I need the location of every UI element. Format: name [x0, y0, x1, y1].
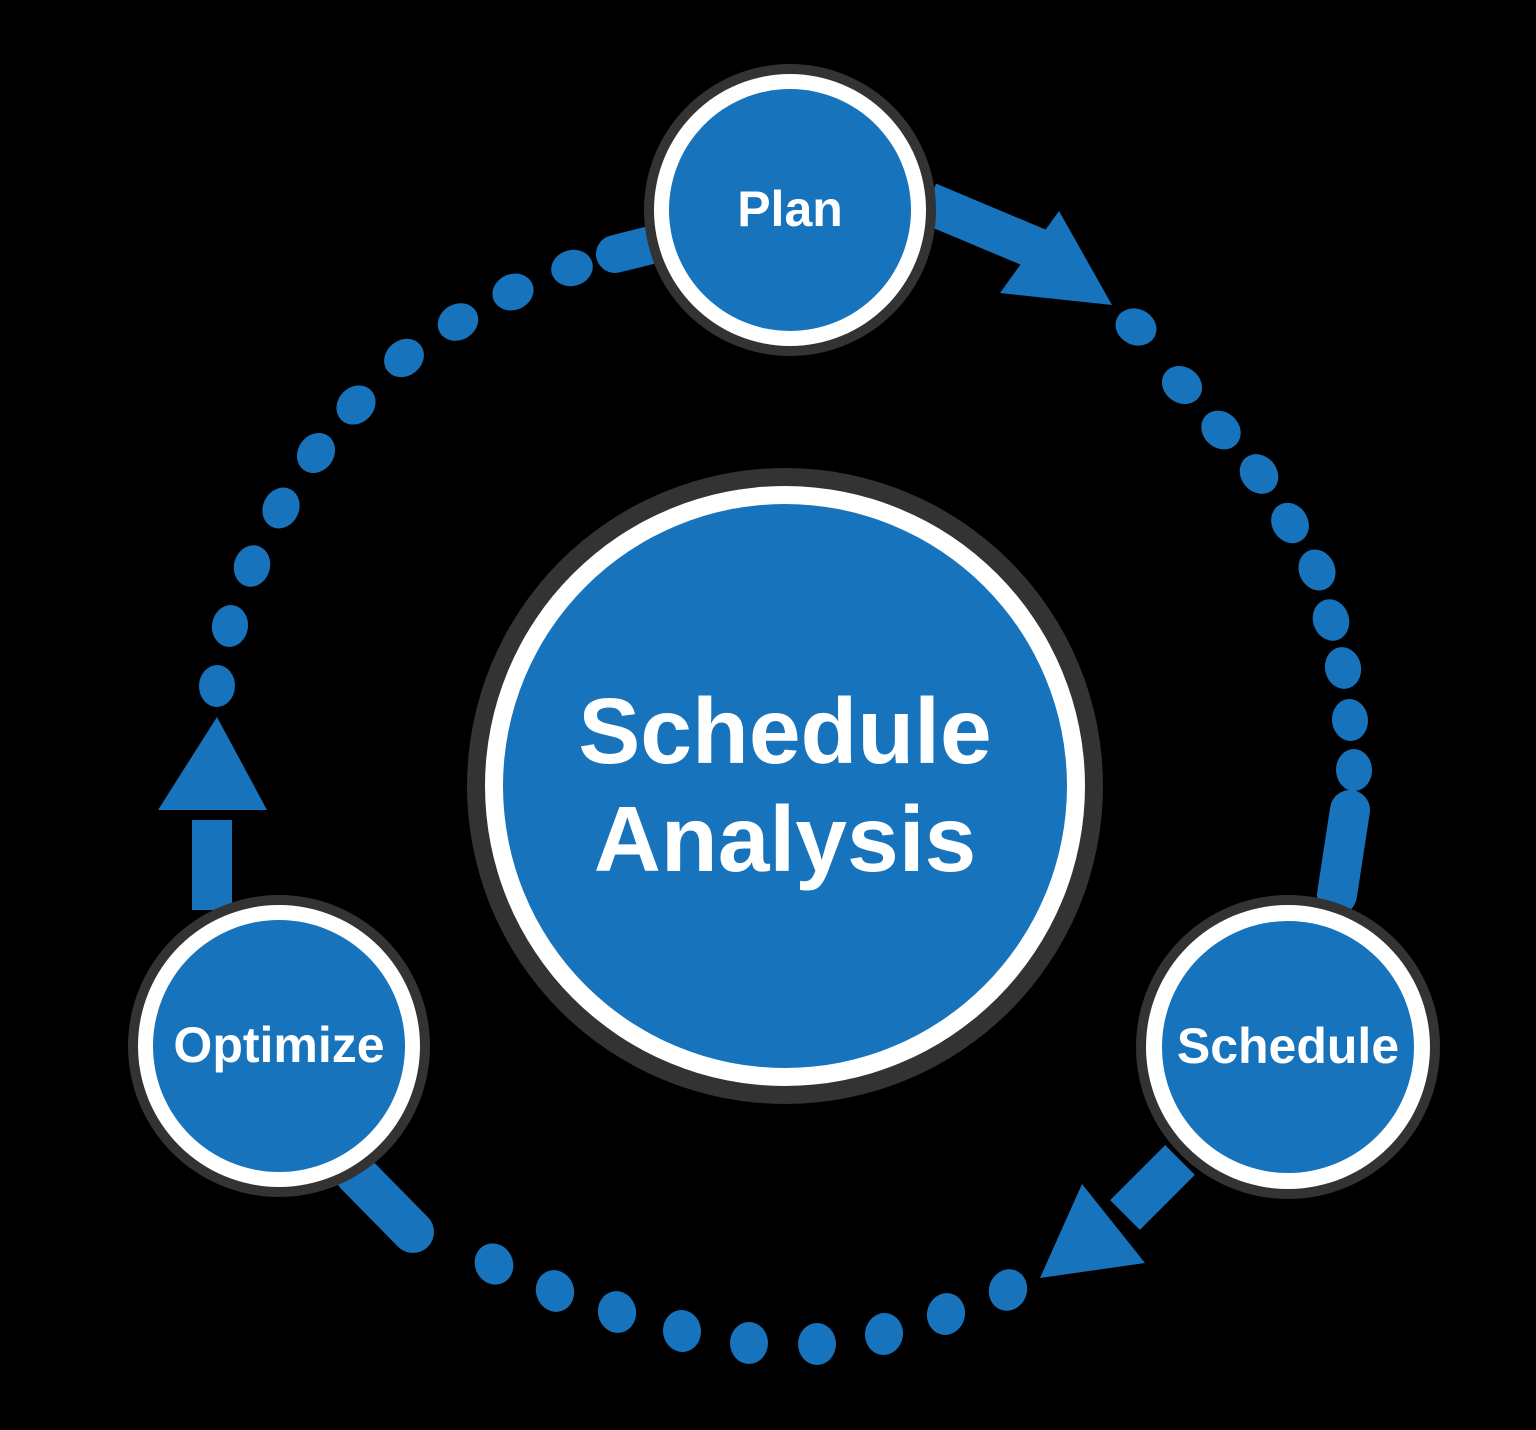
- arc-plan-to-schedule: [1115, 308, 1373, 915]
- arc-dot: [988, 1269, 1028, 1311]
- node-schedule-label: Schedule: [1177, 1018, 1399, 1074]
- arc-dot: [1324, 647, 1362, 689]
- arc-dot: [384, 338, 424, 378]
- node-plan-label: Plan: [737, 181, 843, 237]
- arc-dot: [1331, 699, 1369, 741]
- arrow-schedule-to-optimize: [1040, 1145, 1195, 1278]
- center-node-label-line2: Analysis: [594, 787, 977, 891]
- arc-dash-long: [335, 1153, 434, 1253]
- arc-dot: [296, 432, 336, 474]
- arrowhead-icon: [1040, 1184, 1145, 1278]
- arc-dot: [1335, 749, 1373, 791]
- arc-dot: [211, 605, 249, 647]
- arc-dot: [926, 1293, 966, 1335]
- arc-dot: [1298, 549, 1336, 591]
- arc-dot: [262, 487, 300, 529]
- arc-dot: [492, 273, 534, 311]
- arc-dot: [551, 249, 593, 287]
- node-optimize-label: Optimize: [173, 1017, 384, 1073]
- arrowhead-icon: [1000, 211, 1112, 305]
- center-node-fill: [503, 504, 1067, 1068]
- center-node-label-line1: Schedule: [578, 679, 991, 783]
- arrowhead-icon: [158, 717, 267, 810]
- arc-dash-long: [1317, 790, 1370, 915]
- arc-dot: [730, 1322, 768, 1364]
- arc-dot: [1161, 365, 1203, 405]
- center-node[interactable]: Schedule Analysis: [467, 468, 1103, 1104]
- arrow-shaft: [919, 183, 1049, 270]
- connector-arcs: [198, 220, 1373, 1365]
- arrow-shaft: [1110, 1145, 1195, 1230]
- arrow-optimize-to-plan: [158, 717, 267, 910]
- arc-dot: [233, 545, 271, 587]
- arc-dot: [798, 1323, 836, 1365]
- arc-dot: [662, 1310, 702, 1352]
- arc-dot: [1271, 502, 1309, 544]
- node-optimize[interactable]: Optimize: [128, 895, 430, 1197]
- arc-dot: [1201, 410, 1241, 450]
- arc-dot: [474, 1243, 514, 1285]
- arc-dot: [597, 1291, 637, 1333]
- arc-dot: [198, 665, 236, 707]
- arc-dot: [1115, 308, 1157, 346]
- arc-dot: [437, 303, 479, 341]
- arc-dot: [864, 1313, 904, 1355]
- node-schedule[interactable]: Schedule: [1136, 895, 1440, 1199]
- arrow-plan-to-schedule: [919, 183, 1112, 305]
- arc-dot: [535, 1270, 575, 1312]
- node-plan-fill: [669, 89, 911, 331]
- node-schedule-fill: [1162, 921, 1414, 1173]
- arc-dot: [336, 385, 376, 425]
- node-optimize-fill: [153, 920, 405, 1172]
- arc-dot: [1239, 454, 1279, 494]
- connector-arrows: [158, 183, 1195, 1278]
- arc-dot: [1312, 599, 1350, 641]
- arc-schedule-to-optimize: [335, 1153, 1028, 1365]
- node-plan[interactable]: Plan: [644, 64, 936, 356]
